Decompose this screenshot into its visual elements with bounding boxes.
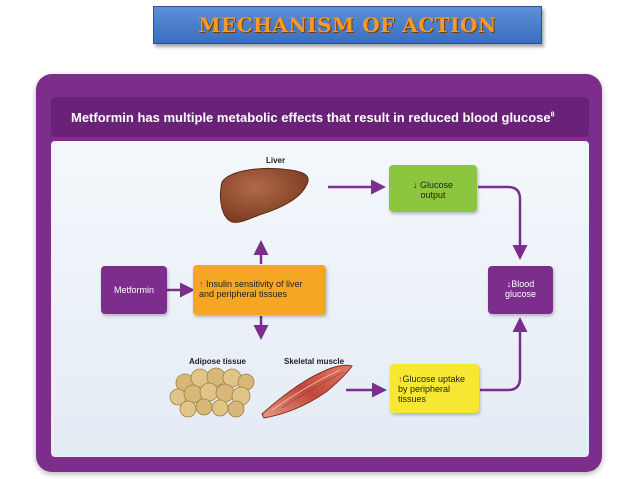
up-arrow-icon: ↑ xyxy=(398,374,403,384)
down-arrow-icon: ↓ xyxy=(506,279,512,289)
slide-title: MECHANISM OF ACTION xyxy=(198,13,497,37)
skeletal-muscle-icon xyxy=(261,364,353,419)
glucose-uptake-node: ↑Glucose uptake by peripheral tissues xyxy=(390,364,479,413)
glucose-output-line-2: output xyxy=(420,190,446,200)
slide-title-box: MECHANISM OF ACTION xyxy=(153,6,542,44)
figure-header-band: Metformin has multiple metabolic effects… xyxy=(51,97,589,137)
figure-header-reference: 8 xyxy=(550,111,555,119)
insulin-line-2: and peripheral tissues xyxy=(199,289,288,299)
glucose-output-line-1: ↓ Glucose xyxy=(412,180,454,190)
figure-header-text: Metformin has multiple metabolic effects… xyxy=(71,109,551,125)
figure-header: Metformin has multiple metabolic effects… xyxy=(51,110,555,125)
blood-glucose-node: ↓Blood glucose xyxy=(488,266,553,314)
adipose-label: Adipose tissue xyxy=(189,357,246,366)
arrow-output-to-blood xyxy=(478,185,528,260)
up-arrow-icon: ↑ xyxy=(199,279,204,289)
adipose-tissue-icon xyxy=(169,367,255,418)
glucose-output-node: ↓ Glucose output xyxy=(389,165,477,212)
liver-label: Liver xyxy=(266,156,286,165)
muscle-label: Skeletal muscle xyxy=(284,357,345,366)
arrow-uptake-to-blood xyxy=(480,317,528,392)
blood-line-1: ↓Blood xyxy=(506,279,535,289)
insulin-line-1: ↑ Insulin sensitivity of liver xyxy=(199,279,303,289)
metformin-label: Metformin xyxy=(113,285,154,295)
metformin-node: Metformin xyxy=(101,266,167,314)
liver-icon xyxy=(219,168,309,223)
uptake-line-3: tissues xyxy=(398,394,427,404)
uptake-line-2: by peripheral xyxy=(398,384,451,394)
uptake-line-1: ↑Glucose uptake xyxy=(398,374,466,384)
insulin-sensitivity-node: ↑ Insulin sensitivity of liver and perip… xyxy=(193,265,326,315)
blood-line-2: glucose xyxy=(504,289,537,299)
down-arrow-icon: ↓ xyxy=(412,180,418,190)
